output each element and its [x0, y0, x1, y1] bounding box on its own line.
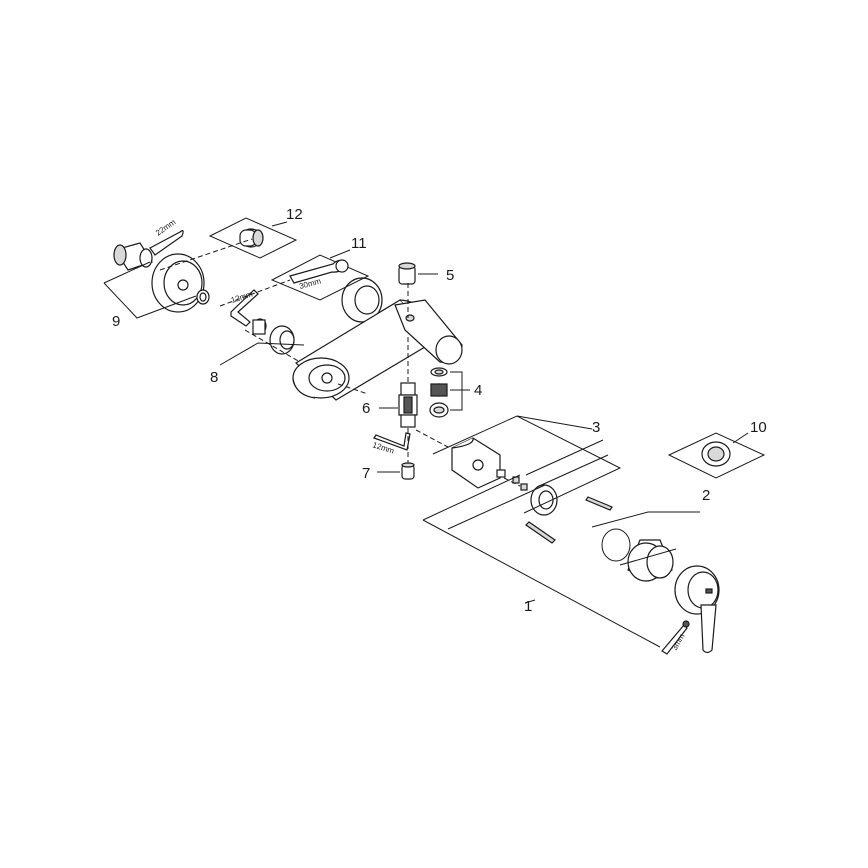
part-11-box: 30mm	[270, 249, 370, 301]
callout-2: 2	[702, 487, 710, 504]
part-4-aerator-set	[429, 367, 470, 418]
part-12-box	[208, 217, 298, 259]
part-5-cap	[398, 262, 438, 285]
callout-9: 9	[112, 313, 120, 330]
part-1-outline	[422, 474, 661, 648]
callout-7: 7	[362, 465, 370, 482]
hex-key-12mm-b-icon: 12mm	[371, 432, 411, 456]
wrench-22mm-icon: 22mm	[149, 217, 184, 256]
callout-5: 5	[446, 267, 454, 284]
part-8-nut-assembly	[219, 318, 305, 366]
part-6-diverter	[379, 382, 418, 428]
hex-key-3mm-icon: 3mm	[661, 620, 690, 655]
part-9-eccentric-union	[103, 242, 210, 319]
callout-3: 3	[592, 419, 600, 436]
callout-12: 12	[286, 206, 303, 223]
part-2-sleeve	[591, 511, 700, 582]
callout-6: 6	[362, 400, 370, 417]
callout-labels: 1 2 3 4 5 6 7 8 9 10 11 12	[112, 206, 767, 615]
callout-8: 8	[210, 369, 218, 386]
mixer-body	[292, 277, 463, 401]
callout-4: 4	[474, 382, 482, 399]
mixer-handle	[674, 565, 720, 654]
callout-11: 11	[351, 235, 367, 252]
callout-1: 1	[524, 598, 532, 615]
assembly-axes	[159, 238, 521, 487]
part-3-cartridge-assembly	[432, 415, 622, 544]
part-10-box	[667, 432, 766, 479]
tool-size-3mm: 3mm	[670, 632, 687, 652]
part-7-insert	[377, 462, 415, 480]
callout-10: 10	[750, 419, 767, 436]
